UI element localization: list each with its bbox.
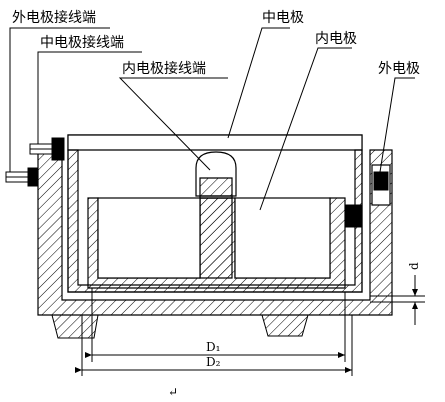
outer-terminal-connector [5, 167, 39, 187]
dim-d1: D₁ [206, 340, 220, 354]
middle-terminal-connector [29, 137, 65, 161]
outer-electrode-inner-outline [61, 150, 371, 300]
label-middle-terminal: 中电极接线端 [40, 34, 124, 51]
label-inner-terminal: 内电极接线端 [122, 60, 206, 77]
label-inner-electrode: 内电极 [315, 31, 357, 47]
dim-gap: d [407, 262, 421, 270]
label-outer-terminal: 外电极接线端 [12, 9, 96, 26]
base-feet [51, 314, 309, 339]
label-middle-electrode: 中电极 [262, 10, 304, 26]
label-outer-electrode: 外电极 [378, 61, 420, 77]
footer-mark: ↵ [168, 385, 178, 399]
dimension-lines [75, 275, 425, 376]
leader-lines [9, 27, 415, 211]
dim-d2: D₂ [206, 355, 221, 369]
outer-electrode-right-connector [344, 171, 389, 228]
inner-electrode-body [87, 151, 346, 289]
